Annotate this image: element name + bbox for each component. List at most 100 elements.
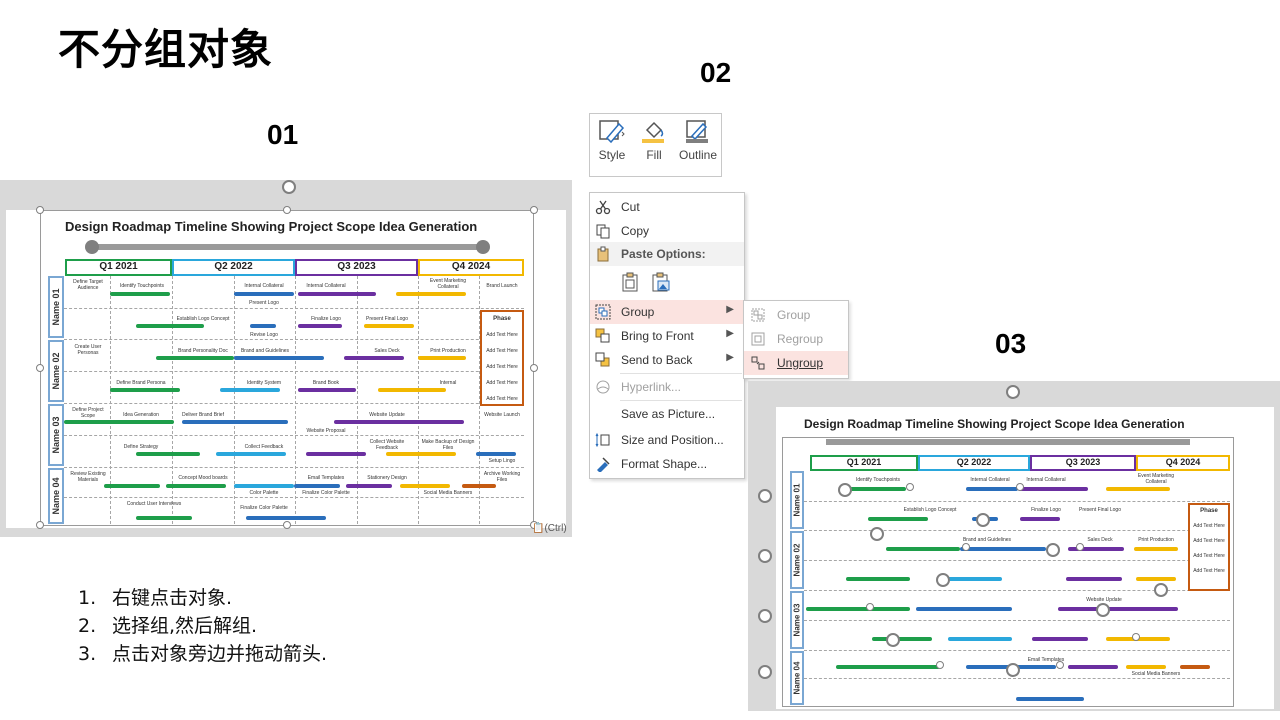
grid-line xyxy=(804,501,1230,502)
menu-item-cut[interactable]: Cut xyxy=(590,195,744,219)
rotate-handle[interactable] xyxy=(758,489,772,503)
task-bar xyxy=(1106,487,1170,491)
task-label: Deliver Brand Brief xyxy=(182,412,224,418)
resize-handle[interactable] xyxy=(1016,483,1024,491)
grid-line xyxy=(804,590,1230,591)
resize-handle[interactable] xyxy=(36,364,44,372)
task-bar xyxy=(948,637,1012,641)
task-bar xyxy=(1058,607,1178,611)
task-label: Identity System xyxy=(246,380,282,386)
menu-item-bring-to-front[interactable]: Bring to Front ▶ xyxy=(590,324,744,348)
resize-handle[interactable] xyxy=(530,206,538,214)
task-label: Finalize Logo xyxy=(1031,507,1061,513)
task-bar xyxy=(916,607,1012,611)
task-bar xyxy=(872,637,932,641)
rotate-handle[interactable] xyxy=(758,609,772,623)
task-label: Website Proposal xyxy=(306,428,346,434)
resize-handle[interactable] xyxy=(1076,543,1084,551)
slide-01[interactable]: Design Roadmap Timeline Showing Project … xyxy=(6,210,566,528)
rotate-handle[interactable] xyxy=(886,633,900,647)
menu-item-group[interactable]: Group ▶ xyxy=(590,300,744,324)
task-label: Print Production xyxy=(1138,537,1174,543)
task-bar xyxy=(136,452,200,456)
grid-col xyxy=(172,276,173,524)
resize-handle[interactable] xyxy=(36,521,44,529)
task-label: Conduct User Interviews xyxy=(126,501,182,507)
menu-item-send-to-back[interactable]: Send to Back ▶ xyxy=(590,348,744,372)
resize-handle[interactable] xyxy=(962,543,970,551)
resize-handle[interactable] xyxy=(36,206,44,214)
task-bar xyxy=(400,484,450,488)
grid-line xyxy=(64,497,524,498)
slide-03[interactable]: Design Roadmap Timeline Showing Project … xyxy=(776,407,1274,709)
menu-item-format-shape[interactable]: Format Shape... xyxy=(590,452,744,476)
resize-handle[interactable] xyxy=(1056,661,1064,669)
task-label: Brand Launch xyxy=(486,283,518,289)
resize-handle[interactable] xyxy=(866,603,874,611)
submenu-item-ungroup[interactable]: Ungroup xyxy=(744,351,848,375)
task-label: Website Update xyxy=(369,412,405,418)
menu-item-size-and-position[interactable]: Size and Position... xyxy=(590,428,744,452)
grid-line xyxy=(64,467,524,468)
task-bar xyxy=(386,452,456,456)
task-label: Stationery Design xyxy=(367,475,407,481)
format-shape-icon xyxy=(597,457,610,472)
task-label: Print Production xyxy=(430,348,466,354)
grid-line xyxy=(64,403,524,404)
fill-button[interactable]: Fill xyxy=(634,118,674,162)
quarter-q3: Q3 2023 xyxy=(295,259,418,276)
task-bar xyxy=(346,484,392,488)
task-bar xyxy=(246,516,326,520)
resize-handle[interactable] xyxy=(1132,633,1140,641)
phase-item: Add Text Here xyxy=(1193,523,1225,529)
resize-handle[interactable] xyxy=(906,483,914,491)
phase-item: Add Text Here xyxy=(486,348,518,354)
resize-handle[interactable] xyxy=(936,661,944,669)
rotate-handle[interactable] xyxy=(838,483,852,497)
task-bar xyxy=(966,487,1018,491)
rotate-handle[interactable] xyxy=(1006,663,1020,677)
clipboard-icon: 📋 xyxy=(532,523,545,534)
resize-handle[interactable] xyxy=(530,521,538,529)
task-bar xyxy=(104,484,160,488)
task-bar xyxy=(1068,547,1124,551)
menu-item-copy[interactable]: Copy xyxy=(590,219,744,243)
task-label: Make Backup of Design Files xyxy=(421,439,475,451)
rotate-handle[interactable] xyxy=(282,180,296,194)
task-label: Finalize Color Palette xyxy=(240,505,288,511)
phase-item: Add Text Here xyxy=(486,396,518,402)
rotate-handle[interactable] xyxy=(1154,583,1168,597)
rotate-handle[interactable] xyxy=(1096,603,1110,617)
task-bar xyxy=(364,324,414,328)
paste-as-picture-icon[interactable] xyxy=(650,271,672,293)
task-label: Identify Touchpoints xyxy=(119,283,165,289)
submenu-item-regroup[interactable]: Regroup xyxy=(744,327,848,351)
outline-button[interactable]: Outline xyxy=(676,118,720,162)
resize-handle[interactable] xyxy=(283,521,291,529)
resize-handle[interactable] xyxy=(283,206,291,214)
menu-item-save-as-picture[interactable]: Save as Picture... xyxy=(621,407,716,421)
rotate-handle[interactable] xyxy=(758,665,772,679)
task-label: Sales Deck xyxy=(374,348,400,354)
rotate-handle[interactable] xyxy=(870,527,884,541)
task-label: Brand Personality Doc xyxy=(178,348,228,354)
instruction-item: 1.右键点击对象. xyxy=(78,587,233,609)
resize-handle[interactable] xyxy=(530,364,538,372)
paste-use-destination-icon[interactable] xyxy=(620,271,642,293)
rotate-handle[interactable] xyxy=(758,549,772,563)
grid-col xyxy=(234,276,235,524)
grid-col xyxy=(418,276,419,524)
style-button[interactable]: Style xyxy=(592,118,632,162)
paste-options-ctrl-tag[interactable]: 📋(Ctrl) xyxy=(532,523,567,534)
rotate-handle[interactable] xyxy=(1046,543,1060,557)
submenu-arrow-icon: ▶ xyxy=(726,352,734,363)
menu-item-hyperlink[interactable]: Hyperlink... xyxy=(590,375,744,399)
task-bar xyxy=(298,324,342,328)
task-bar xyxy=(166,484,226,488)
rotate-handle[interactable] xyxy=(936,573,950,587)
rotate-handle[interactable] xyxy=(1006,385,1020,399)
submenu-item-group[interactable]: Group xyxy=(744,303,848,327)
phase-item: Add Text Here xyxy=(1193,568,1225,574)
rotate-handle[interactable] xyxy=(976,513,990,527)
clipboard-icon xyxy=(597,246,609,262)
